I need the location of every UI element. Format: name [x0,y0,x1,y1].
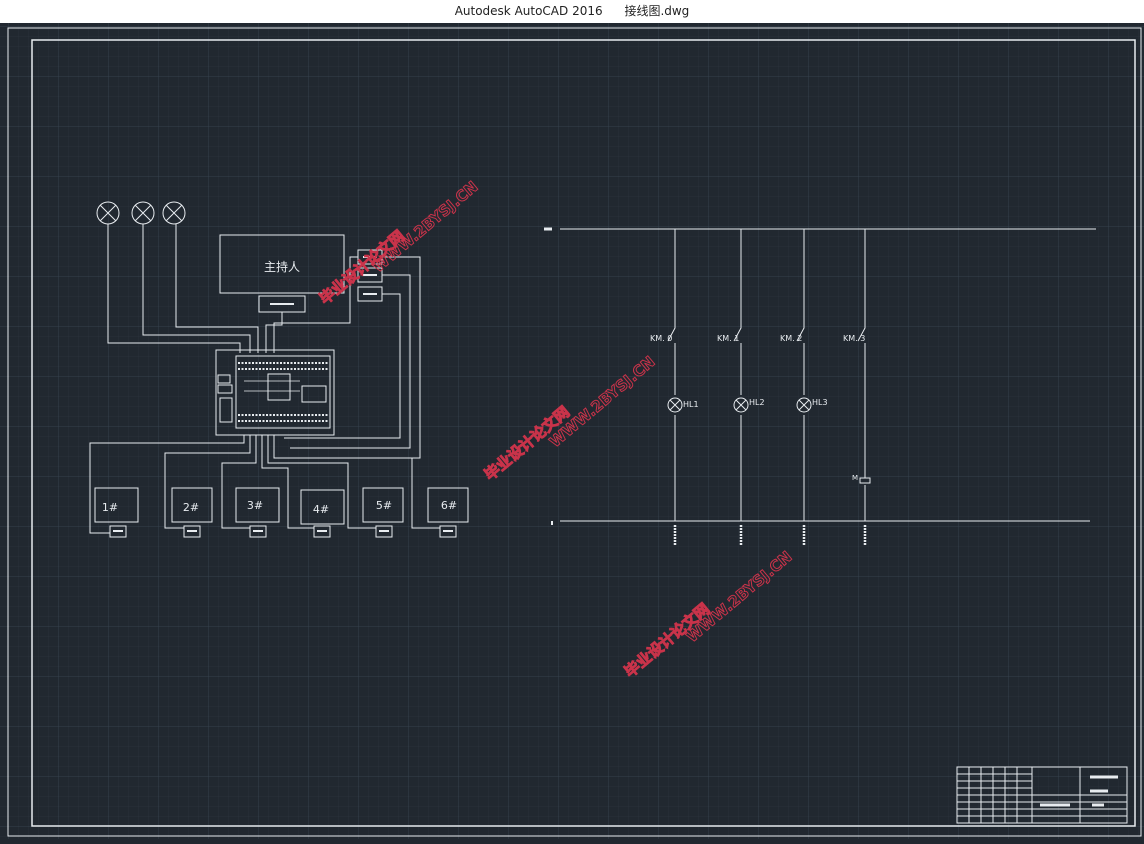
drawing-svg[interactable]: 主持人 1# 2# 3# 4# 5# 6# KM. 0 KM. 1 KM. 2 … [0,23,1144,839]
contestant-label-6: 6# [441,499,457,512]
lamp-label-1: HL1 [683,400,699,409]
relay-label-2: KM. 2 [780,334,802,343]
host-label: 主持人 [264,259,300,274]
motor-label: M [852,474,858,482]
relay-label-3: KM. 3 [843,334,865,343]
lamp-hl1-icon [667,397,683,413]
app-title: Autodesk AutoCAD 2016 [454,4,603,18]
contestant-label-1: 1# [102,501,118,514]
contestant-box-4 [300,489,345,538]
lamp-hl2-icon [733,397,749,413]
contestant-box-1 [94,487,139,538]
relay-label-0: KM. 0 [650,334,672,343]
lamp-hl3-icon [796,397,812,413]
contestant-box-5 [362,487,404,538]
contestant-label-4: 4# [313,503,329,516]
schematic-diagram [544,227,1096,545]
contestant-label-2: 2# [183,501,199,514]
grid-background [0,23,1144,839]
drawing-canvas[interactable]: 主持人 1# 2# 3# 4# 5# 6# KM. 0 KM. 1 KM. 2 … [0,23,1144,839]
contestant-label-3: 3# [247,499,263,512]
motor-icon [859,477,871,484]
plc-unit [215,349,335,436]
contestant-box-3 [235,487,280,538]
lamp-label-2: HL2 [749,398,765,407]
host-box [219,234,345,294]
relay-label-1: KM. 1 [717,334,739,343]
indicator-lamp-icon [162,201,186,225]
contestant-box-6 [427,487,469,538]
file-name: 接线图.dwg [624,4,690,18]
inner-frame [31,39,1136,827]
title-block [956,766,1128,824]
outer-frame [7,27,1142,837]
contestant-box-2 [171,487,213,538]
window-title-bar: Autodesk AutoCAD 2016 接线图.dwg [0,0,1144,23]
lamp-label-3: HL3 [812,398,828,407]
contestant-label-5: 5# [376,499,392,512]
